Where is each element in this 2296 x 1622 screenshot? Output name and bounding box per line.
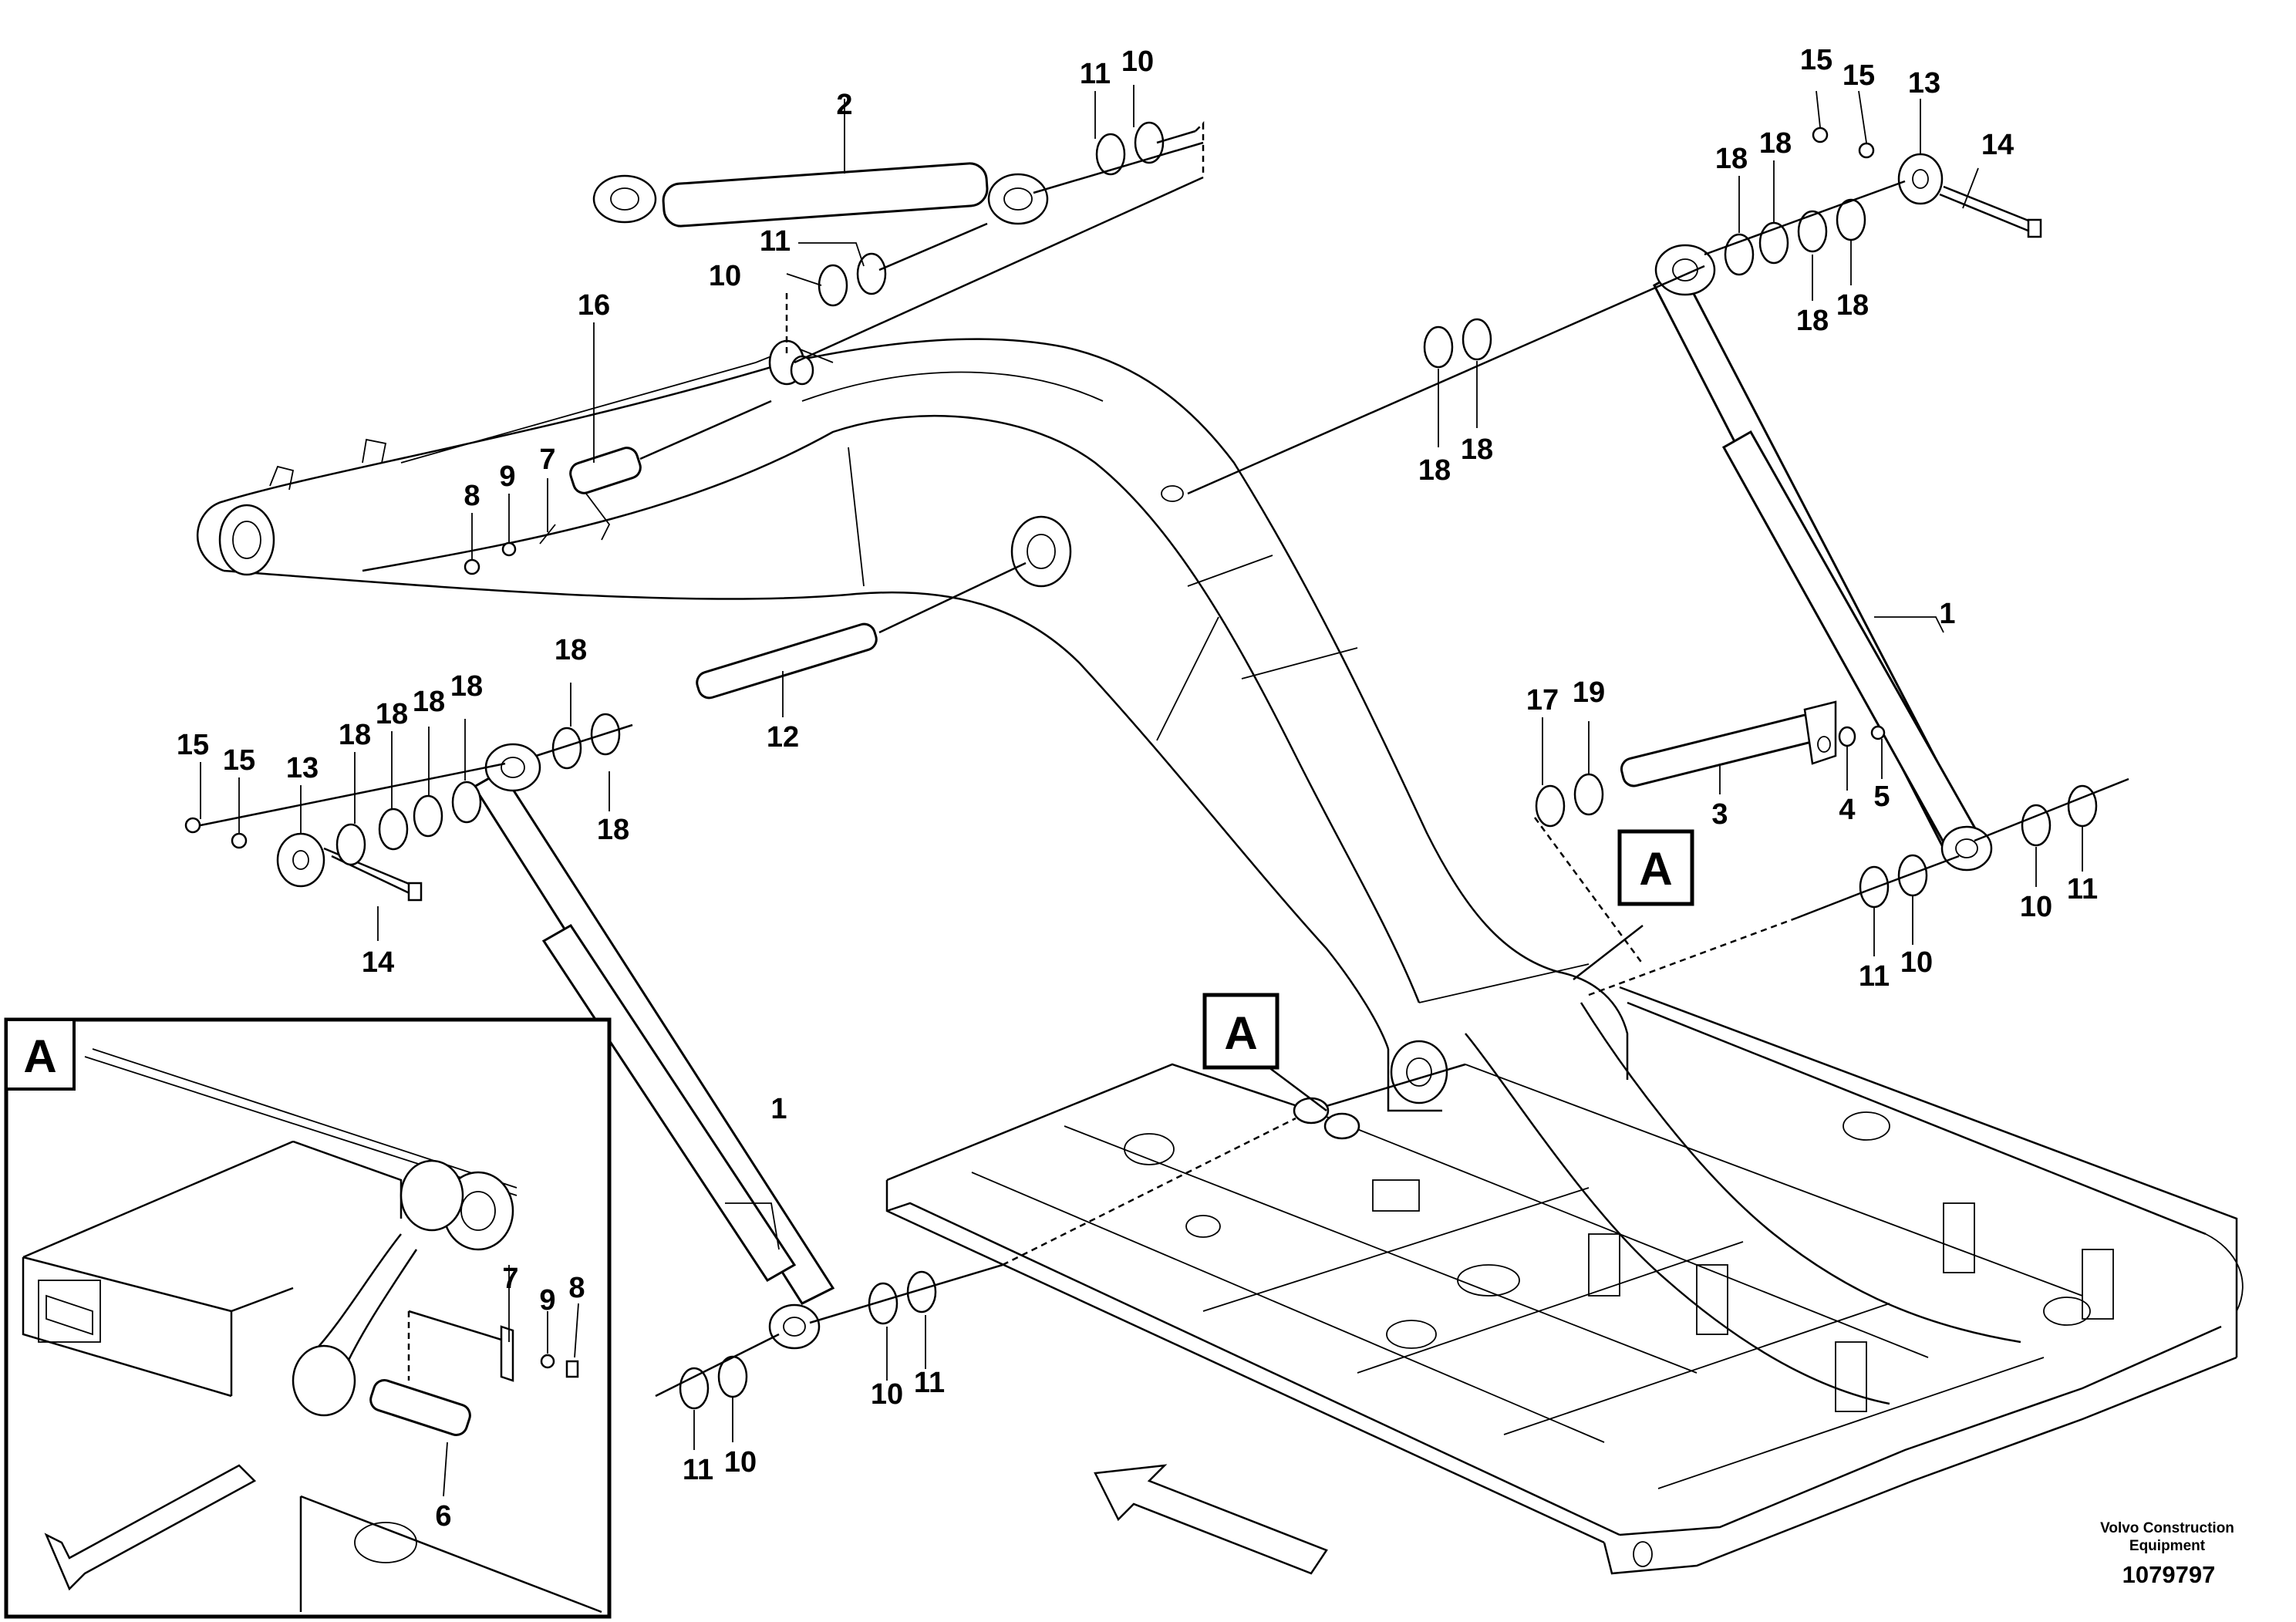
callout-15: 15 xyxy=(1843,59,1875,92)
callout-13: 13 xyxy=(286,752,319,784)
pin-16 xyxy=(569,400,772,541)
callout-18: 18 xyxy=(597,814,629,846)
callout-2: 2 xyxy=(836,89,852,121)
callout-17: 17 xyxy=(1526,684,1559,717)
callout-7: 7 xyxy=(502,1263,518,1295)
centre-lines xyxy=(200,120,2129,1398)
leader-lines xyxy=(200,85,2083,1450)
callout-11: 11 xyxy=(2067,873,2098,905)
callout-18: 18 xyxy=(1461,433,1493,466)
footer: Volvo Construction Equipment 1079797 xyxy=(2100,1520,2234,1588)
callout-10: 10 xyxy=(871,1378,903,1411)
marker-label-a-right: A xyxy=(1639,843,1672,895)
callout-13: 13 xyxy=(1908,67,1940,99)
callout-10: 10 xyxy=(724,1446,757,1479)
callout-11: 11 xyxy=(914,1367,945,1399)
boom-structure xyxy=(196,338,1629,1112)
callout-18: 18 xyxy=(555,634,587,666)
callout-9: 9 xyxy=(499,460,515,493)
bucket-cylinder xyxy=(592,162,1049,228)
upper-frame xyxy=(885,986,2244,1575)
callout-12: 12 xyxy=(767,721,799,754)
callout-4: 4 xyxy=(1839,794,1855,826)
pin-12 xyxy=(696,561,1027,700)
callout-11: 11 xyxy=(760,225,791,258)
detail-a-marker-center xyxy=(1202,993,1279,1070)
callout-18: 18 xyxy=(413,686,445,718)
callout-18: 18 xyxy=(1715,143,1748,175)
callout-15: 15 xyxy=(177,729,209,761)
callout-10: 10 xyxy=(1121,46,1154,78)
spacer-13-left xyxy=(276,832,325,888)
washers xyxy=(184,121,2098,1410)
direction-arrow-main xyxy=(1094,1464,1328,1575)
callout-labels: 2 11 10 11 10 16 8 9 7 12 15 15 13 18 18… xyxy=(177,44,2098,1533)
callout-18: 18 xyxy=(1418,454,1451,487)
document-number: 1079797 xyxy=(2122,1561,2216,1588)
callout-8: 8 xyxy=(568,1272,585,1304)
callout-19: 19 xyxy=(1573,676,1605,709)
callout-15: 15 xyxy=(223,744,255,777)
brand-name: Volvo Construction xyxy=(2100,1520,2234,1536)
spacer-13-right xyxy=(1897,153,1944,205)
callout-16: 16 xyxy=(578,289,610,322)
callout-18: 18 xyxy=(339,719,371,751)
detail-inset-a xyxy=(4,1017,612,1619)
detail-a-marker-right xyxy=(1617,829,1694,906)
callout-14: 14 xyxy=(1981,129,2014,161)
callout-10: 10 xyxy=(1900,946,1933,979)
boom-cylinder-right xyxy=(1653,244,1993,872)
callout-10: 10 xyxy=(2020,891,2052,923)
bolt-14-right xyxy=(1939,185,2042,238)
callout-1: 1 xyxy=(770,1093,787,1125)
callout-18: 18 xyxy=(450,670,483,703)
callout-8: 8 xyxy=(464,480,480,512)
pin-3 xyxy=(1620,700,1837,787)
callout-3: 3 xyxy=(1711,798,1728,831)
boom-cylinder-left xyxy=(472,743,835,1350)
callout-18: 18 xyxy=(1759,127,1792,160)
callout-10: 10 xyxy=(709,260,741,292)
callout-11: 11 xyxy=(1080,58,1111,90)
inset-label-a: A xyxy=(23,1030,56,1082)
callout-11: 11 xyxy=(683,1454,713,1486)
brand-subtitle: Equipment xyxy=(2129,1538,2206,1554)
callout-1: 1 xyxy=(1939,598,1955,630)
direction-arrow-inset xyxy=(44,1464,257,1591)
callout-18: 18 xyxy=(376,698,408,730)
callout-11: 11 xyxy=(1859,960,1890,993)
callout-6: 6 xyxy=(435,1500,451,1533)
callout-14: 14 xyxy=(362,946,394,979)
callout-18: 18 xyxy=(1836,289,1869,322)
callout-18: 18 xyxy=(1796,305,1829,337)
callout-15: 15 xyxy=(1800,44,1832,76)
marker-label-a-center: A xyxy=(1224,1007,1257,1059)
callout-9: 9 xyxy=(539,1284,555,1317)
callout-7: 7 xyxy=(539,443,555,476)
callout-5: 5 xyxy=(1873,781,1890,813)
